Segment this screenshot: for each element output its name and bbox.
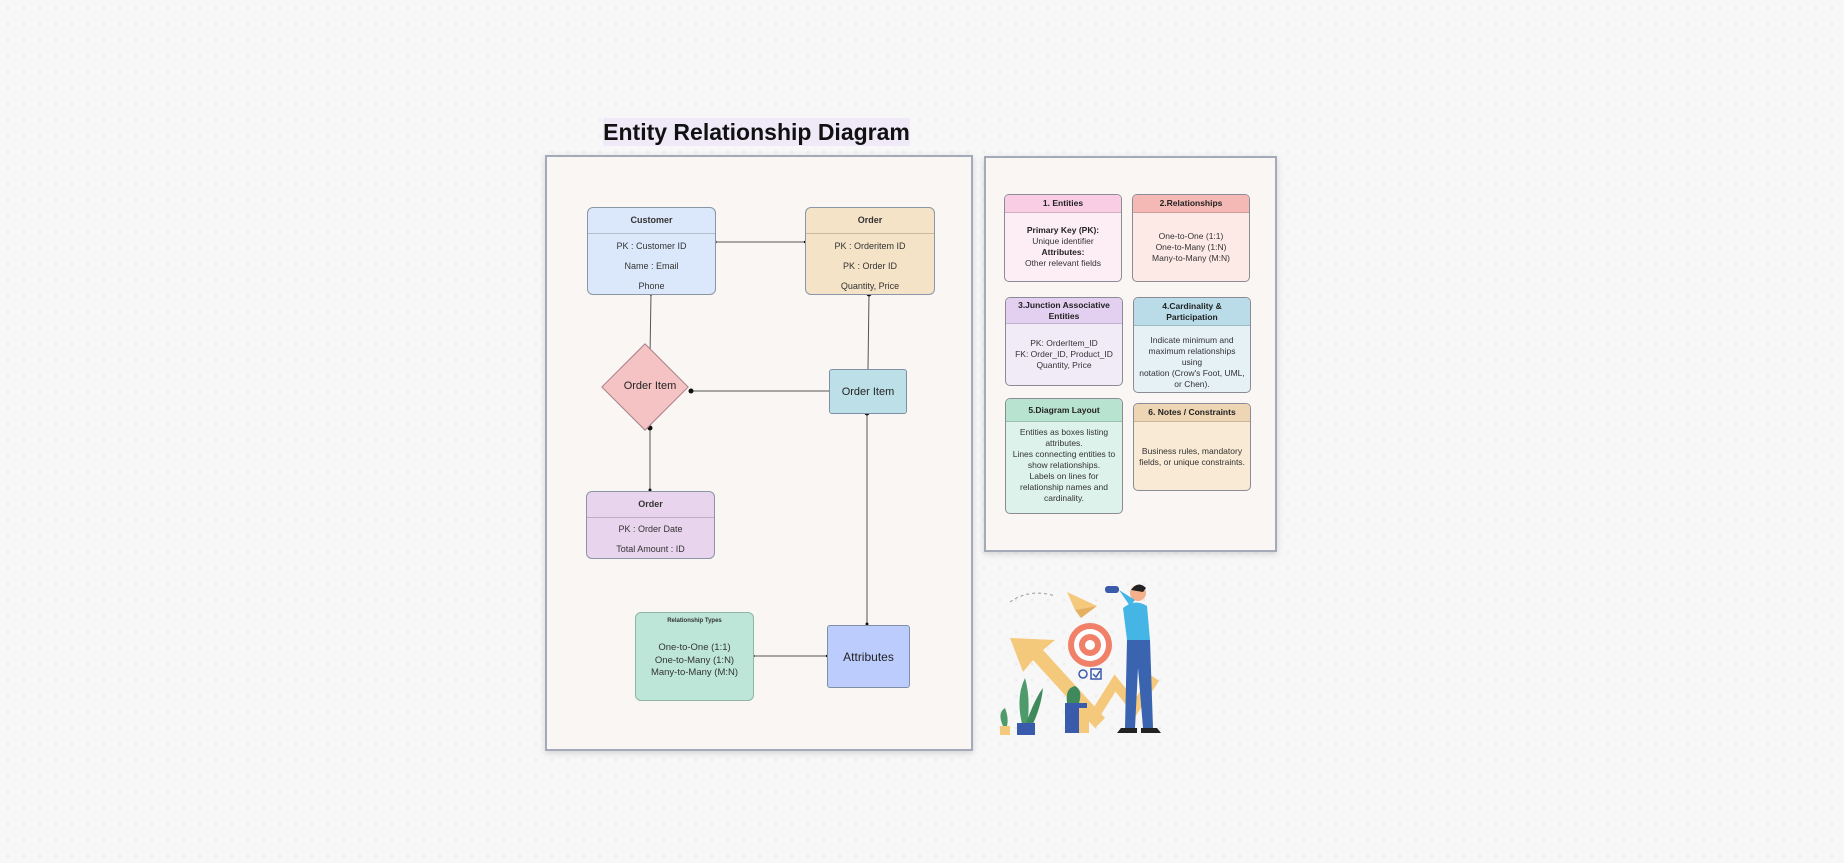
legend-text: One-to-One (1:1) [1158, 231, 1224, 241]
legend-card-notes[interactable]: 6. Notes / Constraints Business rules, m… [1133, 403, 1251, 491]
entity-row: PK : Orderitem ID [834, 241, 906, 251]
entity-row: Total Amount : ID [616, 544, 685, 554]
entity-row: Name : Email [624, 261, 679, 271]
legend-text: One-to-Many (1:N) [1155, 242, 1227, 252]
legend-text: or Chen). [1174, 379, 1210, 389]
entity-row: PK : Customer ID [616, 241, 687, 251]
legend-text: Unique identifier [1032, 236, 1094, 246]
legend-text: Primary Key (PK): [1026, 225, 1100, 235]
legend-header-line: Entities [1048, 310, 1080, 321]
entity-row: PK : Order Date [618, 524, 683, 534]
legend-text: Labels on lines for [1029, 471, 1099, 481]
relationship-types-line: One-to-One (1:1) [658, 642, 731, 653]
page-title: Entity Relationship Diagram [603, 118, 910, 146]
legend-text: Lines connecting entities to [1012, 449, 1116, 459]
legend-text: Indicate minimum and [1150, 335, 1234, 345]
entity-row: Phone [638, 281, 665, 291]
entity-customer[interactable]: Customer PK : Customer ID Name : Email P… [587, 207, 716, 295]
legend-header-line: 3.Junction Associative [1018, 299, 1110, 310]
attributes-node[interactable]: Attributes [827, 625, 910, 688]
legend-text: maximum relationships using [1148, 346, 1236, 367]
relationship-types-line: One-to-Many (1:N) [654, 654, 735, 666]
legend-text: cardinality. [1044, 493, 1084, 503]
legend-text: relationship names and [1020, 482, 1108, 492]
goal-illustration [1000, 584, 1161, 735]
entity-header: Customer [588, 208, 715, 234]
legend-card-header: 1. Entities [1005, 195, 1121, 213]
legend-text: Entities as boxes listing [1019, 427, 1109, 437]
legend-card-header: 6. Notes / Constraints [1134, 404, 1250, 422]
attributes-label: Attributes [843, 649, 894, 664]
entity-order-bottom[interactable]: Order PK : Order Date Total Amount : ID [586, 491, 715, 559]
relationship-types-line: Many-to-Many (M:N) [650, 667, 739, 678]
legend-text: FK: Order_ID, Product_ID [1015, 349, 1113, 359]
legend-text: Business rules, mandatory [1141, 446, 1243, 456]
legend-card-layout[interactable]: 5.Diagram Layout Entities as boxes listi… [1005, 398, 1123, 514]
relationship-types-note[interactable]: Relationship Types One-to-One (1:1) One-… [635, 612, 754, 701]
legend-text: show relationships. [1027, 460, 1101, 470]
legend-text: Attributes: [1041, 247, 1085, 257]
legend-text: Other relevant fields [1024, 258, 1102, 268]
legend-header-line: 4.Cardinality & [1162, 300, 1222, 311]
legend-text: Many-to-Many (M:N) [1152, 253, 1230, 263]
legend-card-entities[interactable]: 1. Entities Primary Key (PK): Unique ide… [1004, 194, 1122, 282]
legend-card-cardinality[interactable]: 4.Cardinality & Participation Indicate m… [1133, 297, 1251, 393]
legend-text: attributes. [1045, 438, 1083, 448]
entity-row: PK : Order ID [842, 261, 897, 271]
legend-card-header: 2.Relationships [1133, 195, 1249, 213]
legend-text: PK: OrderItem_ID [1030, 338, 1098, 348]
entity-order-top[interactable]: Order PK : Orderitem ID PK : Order ID Qu… [805, 207, 935, 295]
legend-card-junction[interactable]: 3.Junction Associative Entities PK: Orde… [1005, 297, 1123, 386]
legend-card-relationships[interactable]: 2.Relationships One-to-One (1:1) One-to-… [1132, 194, 1250, 282]
entity-header: Order [587, 492, 714, 518]
legend-card-header: 3.Junction Associative Entities [1006, 298, 1122, 324]
legend-text: notation (Crow's Foot, UML, [1139, 368, 1245, 378]
legend-text: Quantity, Price [1036, 360, 1092, 370]
relationship-types-header: Relationship Types [667, 618, 722, 624]
legend-header-line: Participation [1166, 311, 1218, 322]
relationship-diamond-label: Order Item [623, 380, 677, 392]
entity-header: Order [806, 208, 934, 234]
entity-order-item-label: Order Item [841, 385, 895, 398]
entity-row: Quantity, Price [840, 281, 900, 291]
legend-card-header: 5.Diagram Layout [1006, 399, 1122, 422]
entity-order-item[interactable]: Order Item [829, 369, 907, 414]
legend-card-header: 4.Cardinality & Participation [1134, 298, 1250, 326]
legend-text: fields, or unique constraints. [1139, 457, 1245, 467]
